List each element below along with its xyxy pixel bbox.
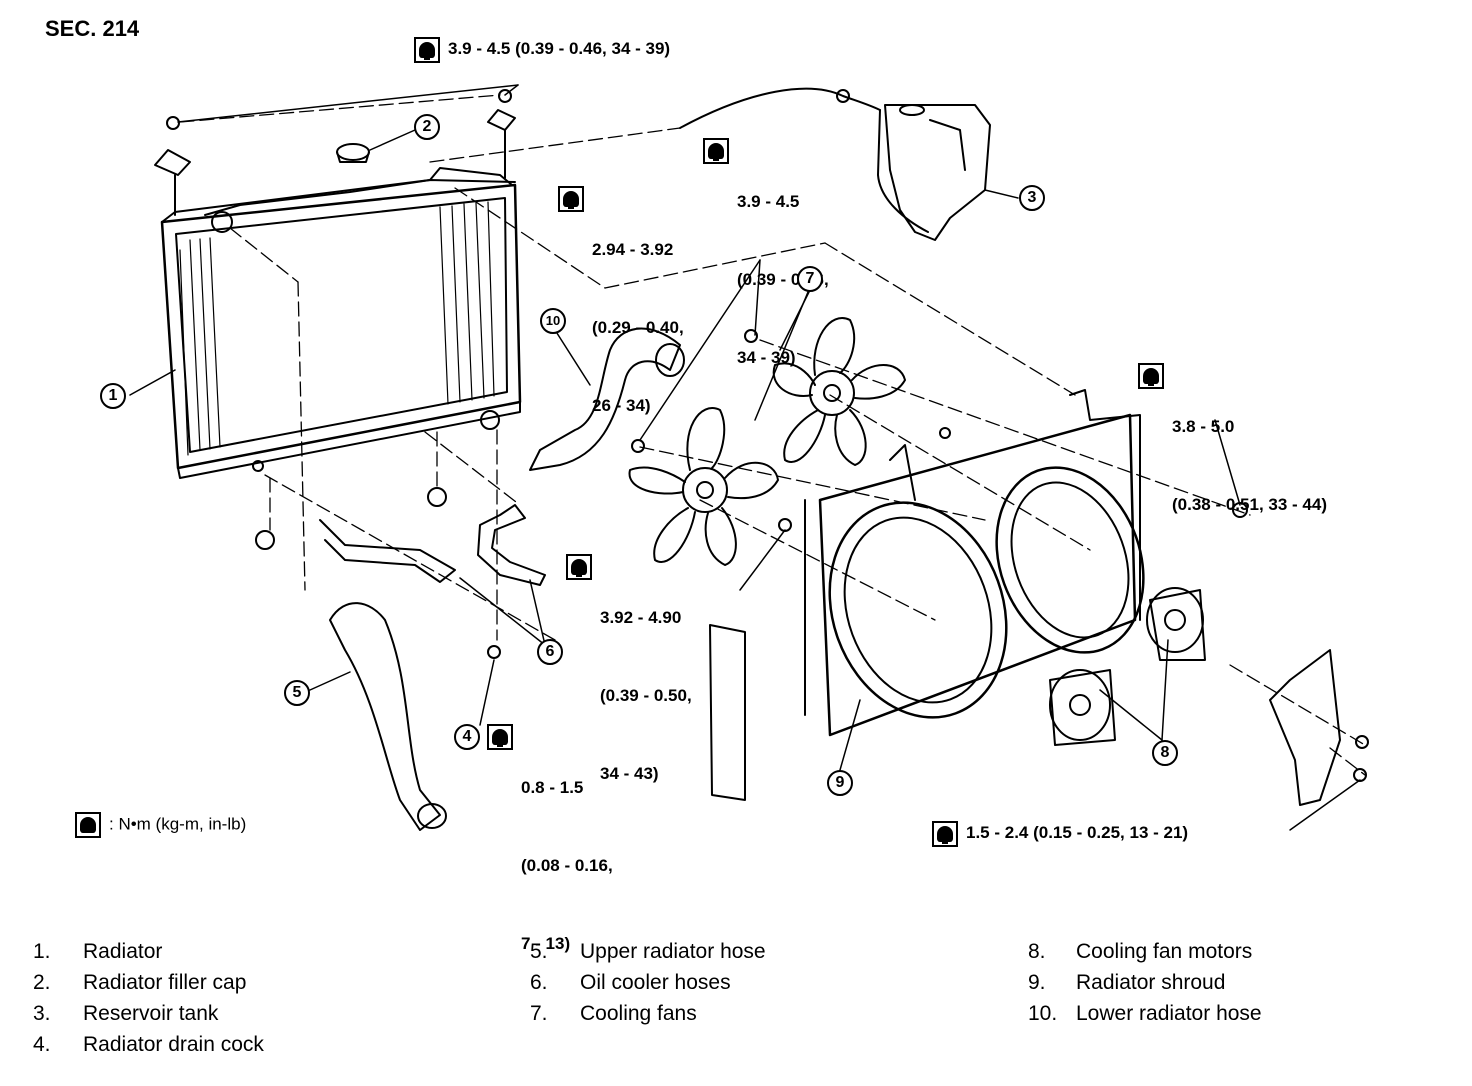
part-number: 7.	[530, 1002, 548, 1025]
torque-value: 3.9 - 4.5	[737, 192, 800, 211]
torque-wrench-icon	[932, 821, 958, 847]
torque-value: 1.5 - 2.4 (0.15 - 0.25, 13 - 21)	[966, 823, 1189, 842]
torque-wrench-icon	[414, 37, 440, 63]
torque-value: (0.39 - 0.50,	[600, 686, 692, 705]
reservoir-drawing	[679, 87, 991, 241]
torque-value: 34 - 43)	[600, 764, 659, 783]
torque-spec-fan-nut: 3.92 - 4.90 (0.39 - 0.50, 34 - 43)	[566, 553, 692, 783]
part-number: 10.	[1028, 1002, 1058, 1025]
torque-value: 0.8 - 1.5	[521, 778, 584, 797]
torque-spec-reservoir: 3.9 - 4.5 (0.39 - 0.46, 34 - 39)	[703, 137, 829, 367]
torque-wrench-icon	[566, 554, 592, 580]
part-number: 3.	[33, 1002, 51, 1025]
torque-value: 3.9 - 4.5 (0.39 - 0.46, 34 - 39)	[448, 39, 671, 58]
part-label: Cooling fans	[580, 1002, 697, 1025]
torque-wrench-icon	[75, 812, 101, 838]
torque-wrench-icon	[487, 724, 513, 750]
torque-value: 3.92 - 4.90	[600, 608, 682, 627]
fan-motor-drawing	[1049, 587, 1206, 746]
part-label: Radiator shroud	[1076, 971, 1226, 994]
torque-unit-legend: : N•m (kg-m, in-lb)	[75, 812, 246, 838]
part-number: 1.	[33, 940, 51, 963]
radiator-drawing	[154, 89, 522, 479]
callout-5: 5	[284, 680, 310, 706]
torque-spec-shroud-bolt: 3.8 - 5.0 (0.38 - 0.51, 33 - 44)	[1138, 362, 1327, 514]
section-number: SEC. 214	[45, 16, 140, 41]
callout-4: 4	[454, 724, 480, 750]
callout-10: 10	[540, 308, 566, 334]
part-number: 2.	[33, 971, 51, 994]
part-label: Upper radiator hose	[580, 940, 766, 963]
part-label: Reservoir tank	[83, 1002, 219, 1025]
part-number: 5.	[530, 940, 548, 963]
part-label: Cooling fan motors	[1076, 940, 1253, 963]
callout-3: 3	[1019, 185, 1045, 211]
torque-spec-top: 3.9 - 4.5 (0.39 - 0.46, 34 - 39)	[414, 36, 670, 140]
torque-wrench-icon	[558, 186, 584, 212]
torque-value: (0.38 - 0.51, 33 - 44)	[1172, 495, 1327, 514]
torque-value: (0.08 - 0.16,	[521, 856, 613, 875]
part-number: 9.	[1028, 971, 1046, 994]
part-number: 6.	[530, 971, 548, 994]
callout-8: 8	[1152, 740, 1178, 766]
part-label: Oil cooler hoses	[580, 971, 731, 994]
torque-value: 3.8 - 5.0	[1172, 417, 1235, 436]
torque-spec-drain-cock: 0.8 - 1.5 (0.08 - 0.16, 7 - 13)	[487, 723, 613, 953]
fan-upper-drawing	[772, 317, 906, 466]
callout-2: 2	[414, 114, 440, 140]
part-label: Radiator	[83, 940, 163, 963]
part-number: 8.	[1028, 940, 1046, 963]
torque-wrench-icon	[703, 138, 729, 164]
torque-value: 34 - 39)	[737, 348, 796, 367]
fan-lower-drawing	[628, 407, 779, 566]
torque-value: 2.94 - 3.92	[592, 240, 674, 259]
torque-value: 7 - 13)	[521, 934, 571, 953]
part-label: Radiator drain cock	[83, 1033, 264, 1056]
part-number: 4.	[33, 1033, 51, 1056]
callout-9: 9	[827, 770, 853, 796]
callout-7: 7	[797, 266, 823, 292]
torque-value: 26 - 34)	[592, 396, 651, 415]
torque-wrench-icon	[1138, 363, 1164, 389]
torque-unit-text: : N•m (kg-m, in-lb)	[109, 814, 247, 834]
part-label: Radiator filler cap	[83, 971, 247, 994]
callout-6: 6	[537, 639, 563, 665]
callout-1: 1	[100, 383, 126, 409]
torque-spec-fan-bracket: 2.94 - 3.92 (0.29 - 0.40, 26 - 34)	[558, 185, 684, 415]
torque-spec-motor: 1.5 - 2.4 (0.15 - 0.25, 13 - 21)	[932, 820, 1188, 924]
part-label: Lower radiator hose	[1076, 1002, 1262, 1025]
torque-value: (0.29 - 0.40,	[592, 318, 684, 337]
shroud-drawing	[818, 389, 1145, 737]
